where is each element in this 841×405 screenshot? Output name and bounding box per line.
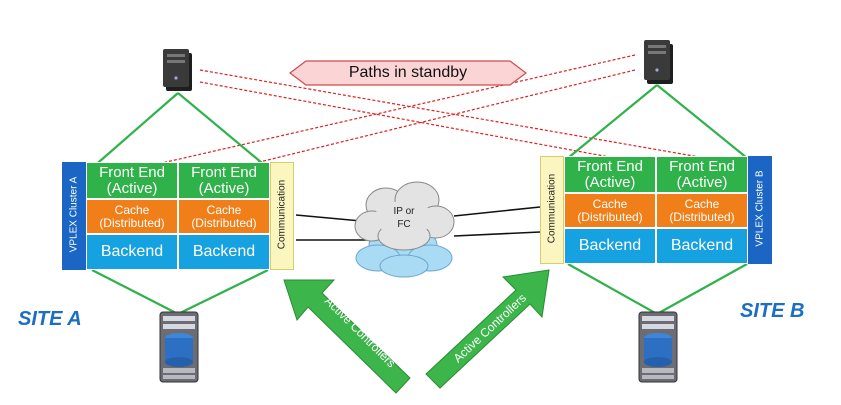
front-end-status: (Active) (198, 179, 250, 197)
storage-array-icon (638, 311, 678, 383)
communication-b: Communication (540, 156, 564, 264)
backend-b2: Backend (656, 228, 748, 264)
cluster-b-engines: Front End (Active) Front End (Active) Ca… (564, 156, 748, 264)
host-links (91, 84, 748, 315)
server-tower-icon (163, 49, 192, 91)
front-end-status: (Active) (584, 173, 636, 191)
cache-a2: Cache (Distributed) (178, 199, 270, 234)
backend-b1: Backend (564, 228, 656, 264)
front-end-label: Front End (577, 157, 643, 175)
cache-label: Cache (114, 202, 150, 217)
cache-label: Cache (206, 202, 242, 217)
front-end-label: Front End (191, 163, 257, 181)
standby-path (234, 69, 636, 169)
site-b-label: SITE B (740, 300, 805, 322)
vplex-cluster-b-bar: VPLEX Cluster B (748, 156, 772, 264)
network-cloud-label: IP or FC (378, 205, 430, 231)
cache-mode: (Distributed) (99, 215, 165, 230)
front-end-a1: Front End (Active) (86, 162, 178, 199)
communication-b-label: Communication (546, 173, 558, 244)
front-end-label: Front End (99, 163, 165, 181)
server-tower-icon (644, 40, 673, 84)
vplex-cluster-a-bar: VPLEX Cluster A (62, 162, 86, 270)
cluster-a-engines: Front End (Active) Front End (Active) Ca… (86, 162, 270, 270)
cache-mode: (Distributed) (669, 209, 735, 224)
front-end-a2: Front End (Active) (178, 162, 270, 199)
front-end-status: (Active) (676, 173, 728, 191)
cache-a1: Cache (Distributed) (86, 199, 178, 234)
front-end-b1: Front End (Active) (564, 156, 656, 193)
communication-a-label: Communication (276, 179, 288, 250)
active-controllers-arrow-left (283, 279, 411, 394)
front-end-b2: Front End (Active) (656, 156, 748, 193)
cloud-line-1: IP or (393, 206, 415, 217)
communication-a: Communication (270, 162, 294, 270)
cache-label: Cache (684, 196, 720, 211)
vplex-cluster-b-label: VPLEX Cluster B (754, 170, 766, 247)
cache-b1: Cache (Distributed) (564, 193, 656, 228)
storage-array-icon (159, 311, 199, 383)
active-controllers-arrow-right (425, 269, 550, 389)
standby-paths (139, 54, 706, 169)
standby-banner-label: Paths in standby (348, 64, 468, 81)
vplex-cluster-a-label: VPLEX Cluster A (68, 176, 80, 253)
site-a-label: SITE A (18, 308, 82, 330)
cache-label: Cache (592, 196, 628, 211)
cloud-shape (354, 181, 455, 278)
backend-a1: Backend (86, 234, 178, 270)
standby-banner (289, 60, 527, 86)
cloud-line-2: FC (397, 219, 411, 230)
backend-a2: Backend (178, 234, 270, 270)
front-end-status: (Active) (106, 179, 158, 197)
cache-b2: Cache (Distributed) (656, 193, 748, 228)
cache-mode: (Distributed) (577, 209, 643, 224)
standby-path (199, 69, 706, 159)
front-end-label: Front End (669, 157, 735, 175)
standby-path (199, 81, 616, 159)
cache-mode: (Distributed) (191, 215, 257, 230)
